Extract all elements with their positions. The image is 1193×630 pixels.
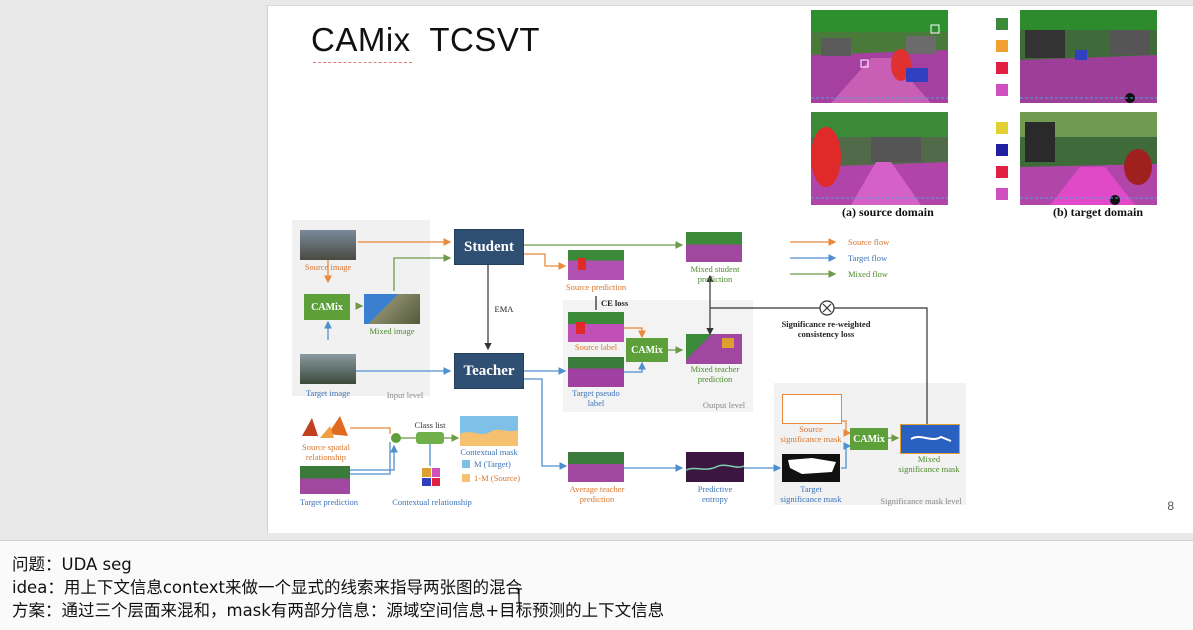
flow-arrows: [324, 238, 928, 475]
mixed-teacher-prediction-thumb: [686, 334, 742, 364]
presentation-canvas: CAMix TCSVT 8: [267, 5, 1193, 533]
contextual-mask-thumb: [460, 416, 518, 446]
page-number: 8: [1167, 499, 1174, 513]
camix-output-node: CAMix: [626, 338, 668, 362]
legend-1m-source-swatch: [462, 474, 470, 482]
mixed-student-prediction-2: prediction: [697, 274, 733, 284]
mixed-image-thumb: [364, 294, 420, 324]
color-swatches-1: [996, 18, 1008, 100]
predictive-entropy-thumb: [686, 452, 744, 482]
source-label-label: Source label: [574, 342, 618, 352]
significance-reweighted-2: consistency loss: [797, 329, 855, 339]
color-swatches-2: [996, 122, 1008, 204]
source-significance-label-1: Source: [799, 424, 823, 434]
camix-diagram: Source image CAMix Mixed image Target im…: [290, 216, 990, 516]
mixed-image-label: Mixed image: [369, 326, 415, 336]
ce-loss-label: CE loss: [601, 298, 629, 308]
class-list-bar: [416, 432, 444, 444]
camix-input-node: CAMix: [304, 294, 350, 320]
mixed-significance-mask-thumb: [900, 424, 960, 454]
target-pseudo-label-thumb: [568, 357, 624, 387]
target-image-label: Target image: [305, 388, 351, 398]
target-pseudo-label-1: Target pseudo: [572, 388, 620, 398]
mixed-teacher-prediction-2: prediction: [697, 374, 733, 384]
mixed-student-prediction-thumb: [686, 232, 742, 262]
mixed-significance-label-2: significance mask: [898, 464, 960, 474]
average-teacher-prediction-1: Average teacher: [569, 484, 625, 494]
input-level-label: Input level: [386, 390, 424, 400]
legend-mixed-flow: Mixed flow: [848, 269, 888, 279]
contextual-mask-label: Contextual mask: [460, 447, 518, 457]
mixed-significance-label-1: Mixed: [917, 454, 941, 464]
contextual-relationship-label: Contextual relationship: [392, 497, 472, 507]
target-significance-label-2: significance mask: [780, 494, 842, 504]
note-line-solution: 方案：通过三个层面来混和，mask有两部分信息：源域空间信息+目标预测的上下文信…: [12, 601, 665, 620]
source-domain-image-1: [811, 10, 948, 103]
source-image-thumb: [300, 230, 356, 260]
target-prediction-thumb: [300, 466, 350, 494]
target-pseudo-label-2: label: [587, 398, 605, 408]
student-node: Student: [454, 229, 524, 265]
target-prediction-label: Target prediction: [299, 497, 359, 507]
legend-1m-source-label: 1-M (Source): [474, 473, 521, 483]
source-image-label: Source image: [304, 262, 352, 272]
source-significance-label-2: significance mask: [780, 434, 842, 444]
significance-level-label: Significance mask level: [880, 496, 962, 506]
target-image-thumb: [300, 354, 356, 384]
contextual-relationship-grid: [422, 468, 440, 486]
target-domain-image-2: [1020, 112, 1157, 205]
target-significance-mask-thumb: [782, 454, 840, 482]
average-teacher-prediction-thumb: [568, 452, 624, 482]
text-cursor-icon: [516, 588, 522, 604]
source-prediction-label: Source prediction: [565, 282, 627, 292]
legend-m-target-label: M (Target): [474, 459, 511, 469]
significance-reweighted-1: Significance re-weighted: [781, 319, 871, 329]
caption-target-domain: (b) target domain: [1053, 205, 1143, 219]
note-line-problem: 问题：UDA seg: [12, 555, 132, 574]
mixed-teacher-prediction-1: Mixed teacher: [690, 364, 740, 374]
legend-target-flow: Target flow: [848, 253, 888, 263]
source-spatial-thumb: [300, 414, 350, 440]
source-prediction-thumb: [568, 250, 624, 280]
average-teacher-prediction-2: prediction: [579, 494, 615, 504]
ema-label: EMA: [494, 304, 514, 314]
class-list-label: Class list: [414, 420, 446, 430]
target-significance-label-1: Target: [800, 484, 822, 494]
domain-figure: (a) source domain (b) target domain: [810, 6, 1193, 221]
source-domain-image-2: [811, 112, 948, 205]
slide: CAMix TCSVT 8: [267, 5, 1193, 533]
source-spatial-label-2: relationship: [305, 452, 347, 462]
teacher-node: Teacher: [454, 353, 524, 389]
legend-m-target-swatch: [462, 460, 470, 468]
output-level-label: Output level: [702, 400, 746, 410]
caption-source-domain: (a) source domain: [842, 205, 934, 219]
source-spatial-label-1: Source spatial: [302, 442, 350, 452]
predictive-entropy-2: entropy: [702, 494, 728, 504]
slide-title: CAMix TCSVT: [311, 21, 541, 63]
target-domain-image-1: [1020, 10, 1157, 103]
legend-source-flow: Source flow: [848, 237, 890, 247]
mixed-student-prediction-1: Mixed student: [690, 264, 740, 274]
source-label-thumb: [568, 312, 624, 342]
predictive-entropy-1: Predictive: [697, 484, 733, 494]
camix-significance-node: CAMix: [850, 428, 888, 450]
notes-panel[interactable]: 问题：UDA seg idea：用上下文信息context来做一个显式的线索来指…: [0, 540, 1193, 630]
note-line-idea: idea：用上下文信息context来做一个显式的线索来指导两张图的混合: [12, 578, 523, 597]
source-significance-mask-thumb: [782, 394, 842, 424]
